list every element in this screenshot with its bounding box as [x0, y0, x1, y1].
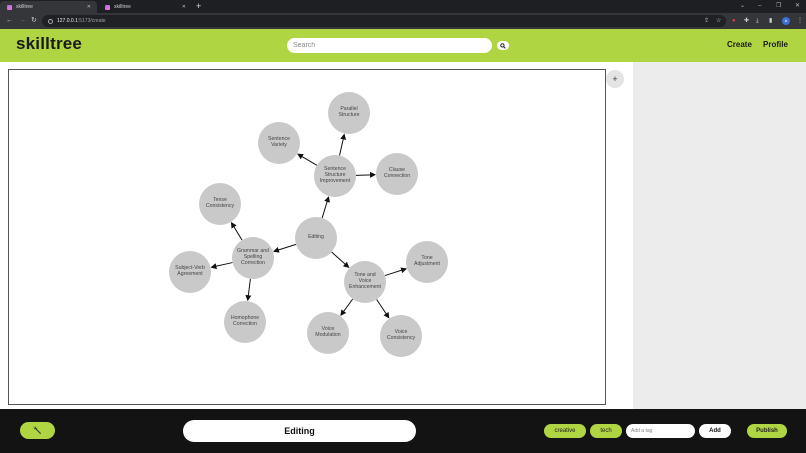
magic-generate-button[interactable]	[20, 422, 55, 439]
edge-arrow	[230, 221, 243, 241]
tab-search-icon[interactable]: ⌄	[740, 3, 746, 9]
download-icon[interactable]: ⤓	[756, 18, 759, 24]
edge-arrow	[384, 267, 408, 277]
browser-tab-active[interactable]: skilltree ✕	[0, 1, 97, 13]
tag-chip[interactable]: tech	[590, 424, 622, 438]
maximize-icon[interactable]: ❐	[776, 3, 782, 9]
extension-icon[interactable]: ●	[732, 18, 736, 24]
edge-arrow	[210, 262, 233, 270]
side-panel	[633, 62, 806, 409]
tree-title-input[interactable]	[183, 420, 416, 442]
new-tab-button[interactable]: +	[196, 1, 202, 11]
site-info-icon[interactable]	[48, 18, 53, 24]
tab-close-icon[interactable]: ✕	[181, 4, 186, 10]
address-bar[interactable]: 127.0.0.1:5173/create	[42, 15, 726, 27]
add-node-button[interactable]: +	[606, 70, 624, 88]
publish-button[interactable]: Publish	[747, 424, 787, 438]
side-panel-icon[interactable]: ▮	[769, 18, 773, 24]
minimize-icon[interactable]: –	[758, 3, 762, 9]
app-header: skilltree Create Profile	[0, 29, 806, 62]
add-tag-button[interactable]: Add	[699, 424, 731, 438]
search-input[interactable]	[287, 38, 492, 53]
edge-arrow	[273, 243, 297, 253]
add-tag-input[interactable]	[626, 424, 695, 438]
tab-label: skilltree	[16, 4, 33, 10]
tab-label: skilltree	[114, 4, 131, 10]
window-close-icon[interactable]: ✕	[795, 3, 801, 9]
browser-tab-bar: skilltree ✕ skilltree ✕ + ⌄ – ❐ ✕	[0, 0, 806, 13]
forward-icon[interactable]: →	[19, 17, 26, 24]
reload-icon[interactable]: ↻	[31, 17, 37, 24]
nav-profile-link[interactable]: Profile	[763, 40, 788, 49]
search-icon	[500, 42, 506, 49]
search-button[interactable]	[497, 41, 509, 50]
magic-wand-icon	[33, 426, 42, 435]
app-logo[interactable]: skilltree	[16, 34, 83, 53]
skill-node-editing[interactable]: Editing	[295, 217, 337, 259]
browser-tab[interactable]: skilltree ✕	[98, 1, 192, 13]
tag-chip[interactable]: creative	[544, 424, 586, 438]
edge-arrow	[321, 196, 330, 219]
extensions-puzzle-icon[interactable]: ✚	[744, 18, 750, 24]
edge-arrow	[331, 251, 350, 268]
edge-arrow	[339, 133, 347, 156]
edges-layer	[210, 133, 408, 319]
share-icon[interactable]: ⇪	[704, 18, 710, 24]
browser-menu-icon[interactable]: ⋮	[797, 18, 803, 24]
nav-create-link[interactable]: Create	[727, 40, 752, 49]
favicon-icon	[7, 4, 12, 10]
edge-arrow	[376, 299, 390, 319]
browser-toolbar: ← → ↻ 127.0.0.1:5173/create ⇪ ☆ ● ✚ ⤓ ▮ …	[0, 13, 806, 29]
profile-avatar[interactable]: A	[782, 17, 790, 25]
edge-arrow	[355, 171, 377, 178]
tab-close-icon[interactable]: ✕	[86, 4, 91, 10]
url-host: 127.0.0.1	[57, 18, 78, 24]
edge-arrow	[245, 278, 252, 302]
back-icon[interactable]: ←	[6, 17, 13, 24]
skill-node-label: Editing	[308, 234, 324, 241]
favicon-icon	[105, 4, 110, 10]
edge-arrow	[297, 153, 318, 166]
editor-footer: creative tech Add Publish	[0, 409, 806, 453]
bookmark-star-icon[interactable]: ☆	[716, 18, 722, 24]
edge-arrow	[340, 298, 354, 317]
url-path: :5173/create	[77, 18, 106, 24]
